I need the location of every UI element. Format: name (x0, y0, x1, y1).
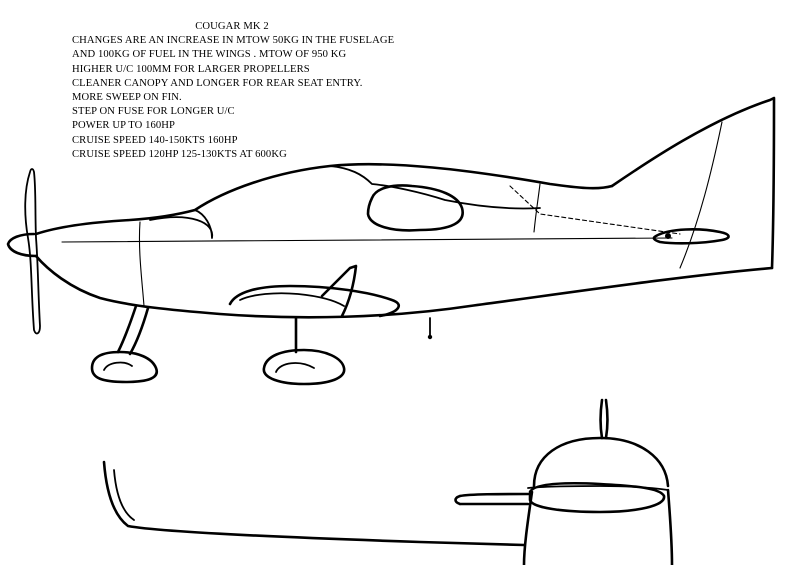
canopy-front-view (532, 436, 670, 488)
fuselage-bottom-line (34, 254, 774, 319)
side-window (366, 184, 464, 232)
tailplane-pivot (665, 233, 671, 239)
note-line-2: AND 100KG OF FUEL IN THE WINGS . MTOW OF… (72, 49, 347, 61)
canopy-rear-frame (329, 165, 541, 210)
front-elevation (102, 398, 674, 565)
note-line-8: CRUISE SPEED 140-150KTS 160HP (72, 134, 238, 146)
canopy-frame-line (149, 209, 213, 239)
spinner (6, 232, 38, 258)
tailplane (652, 228, 730, 245)
tail-fin (610, 96, 776, 270)
note-line-9: CRUISE SPEED 120HP 125-130KTS AT 600KG (72, 148, 287, 160)
tail-tiedown-foot (427, 334, 433, 340)
nose-wheel (103, 361, 133, 371)
rudder-hinge-line (679, 121, 723, 269)
cowl-joint-line (138, 221, 145, 307)
note-line-6: STEP ON FUSE FOR LONGER U/C (72, 106, 235, 118)
wing-front-view (102, 460, 526, 547)
rear-frame-line (533, 183, 541, 233)
nose-wheel-spat (90, 350, 159, 384)
wing-root-inner (239, 292, 345, 307)
note-line-3: HIGHER U/C 100MM FOR LARGER PROPELLERS (72, 63, 310, 75)
drawing-title: COUGAR MK 2 (195, 21, 269, 32)
side-elevation (6, 96, 776, 386)
fin-front-view (599, 398, 609, 440)
fuselage-front-sides (522, 488, 674, 565)
main-gear-leg (320, 264, 358, 318)
main-wheel (275, 362, 315, 373)
design-notes: COUGAR MK 2 CHANGES ARE AN INCREASE IN M… (72, 20, 452, 162)
fuselage-top-line (34, 162, 614, 236)
fuselage-panel-line (509, 185, 681, 235)
main-wheel-spat (262, 348, 346, 386)
propeller-blade (24, 168, 41, 335)
canopy-front-frame (527, 485, 669, 491)
nose-gear-leg (116, 304, 150, 356)
cowling-front-view (528, 481, 666, 514)
tailplane-front-view (454, 492, 530, 506)
note-line-5: MORE SWEEP ON FIN. (72, 92, 182, 104)
note-line-4: CLEANER CANOPY AND LONGER FOR REAR SEAT … (72, 77, 363, 89)
note-line-7: POWER UP TO 160HP (72, 120, 176, 132)
wing-root-fairing (228, 284, 401, 318)
wing-front-view-lower (113, 469, 135, 521)
note-line-1: CHANGES ARE AN INCREASE IN MTOW 50KG IN … (72, 35, 395, 47)
fuselage-reference-line (61, 237, 673, 243)
